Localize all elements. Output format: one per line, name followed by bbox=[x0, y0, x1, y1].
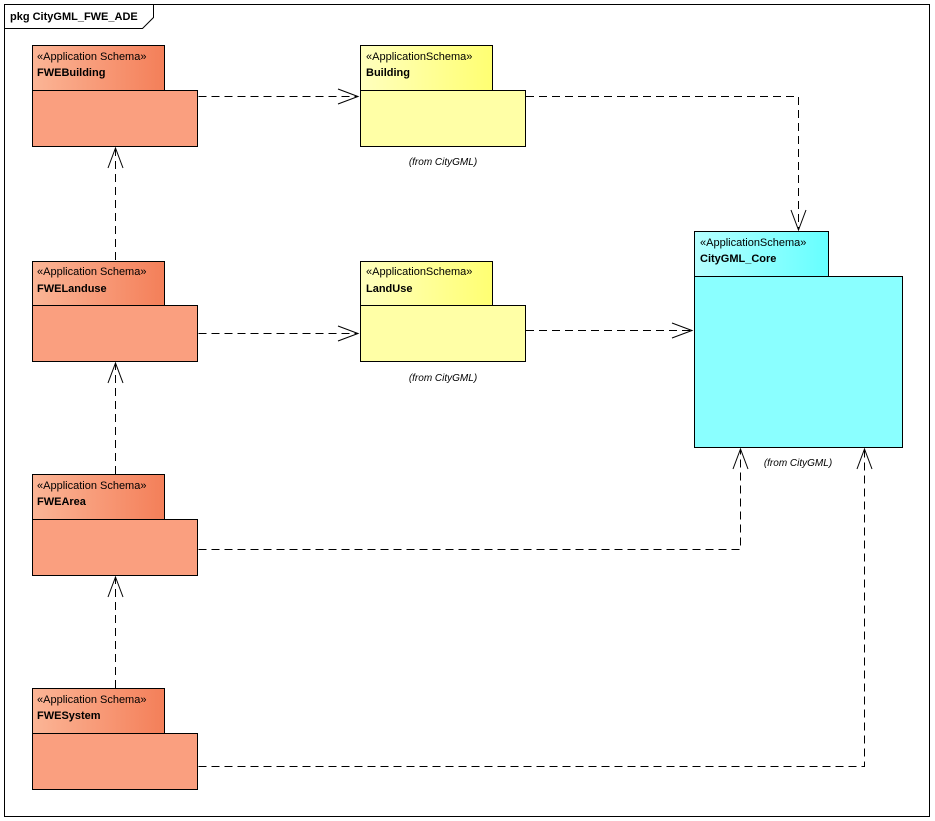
package-name: FWEBuilding bbox=[37, 67, 105, 79]
arrowhead-icon bbox=[107, 146, 124, 169]
package-stereotype: «ApplicationSchema» bbox=[700, 237, 806, 249]
package-name: CityGML_Core bbox=[700, 253, 776, 265]
arrowhead-icon bbox=[107, 575, 124, 598]
package-fwelanduse[interactable]: «Application Schema» FWELanduse bbox=[32, 261, 198, 362]
package-name: FWELanduse bbox=[37, 283, 107, 295]
package-origin: (from CityGML) bbox=[409, 373, 477, 384]
dependency-lines bbox=[107, 88, 873, 767]
package-stereotype: «Application Schema» bbox=[37, 480, 146, 492]
package-stereotype: «ApplicationSchema» bbox=[366, 51, 472, 63]
arrowhead-icon bbox=[856, 447, 873, 470]
package-fwearea[interactable]: «Application Schema» FWEArea bbox=[32, 474, 198, 576]
package-name: FWEArea bbox=[37, 496, 87, 508]
package-citygml-core[interactable]: «ApplicationSchema» CityGML_Core (from C… bbox=[694, 231, 903, 470]
arrowhead-icon bbox=[337, 88, 360, 105]
package-origin: (from CityGML) bbox=[764, 458, 832, 469]
arrowhead-icon bbox=[107, 361, 124, 384]
arrowhead-icon bbox=[790, 209, 807, 232]
package-name: LandUse bbox=[366, 283, 412, 295]
package-name: Building bbox=[366, 67, 410, 79]
dep-fwesystem-core bbox=[198, 449, 865, 767]
package-stereotype: «ApplicationSchema» bbox=[366, 266, 472, 278]
package-name: FWESystem bbox=[37, 710, 101, 722]
package-origin: (from CityGML) bbox=[409, 157, 477, 168]
package-stereotype: «Application Schema» bbox=[37, 51, 146, 63]
arrowhead-icon bbox=[337, 325, 360, 342]
frame-title: pkg CityGML_FWE_ADE bbox=[10, 11, 138, 23]
arrowhead-icon bbox=[732, 447, 749, 470]
arrowhead-icon bbox=[671, 322, 694, 339]
package-stereotype: «Application Schema» bbox=[37, 694, 146, 706]
package-fwesystem[interactable]: «Application Schema» FWESystem bbox=[32, 688, 198, 790]
package-landuse[interactable]: «ApplicationSchema» LandUse (from CityGM… bbox=[360, 261, 526, 385]
package-stereotype: «Application Schema» bbox=[37, 266, 146, 278]
package-fwebuilding[interactable]: «Application Schema» FWEBuilding bbox=[32, 45, 198, 147]
package-building[interactable]: «ApplicationSchema» Building (from CityG… bbox=[360, 45, 526, 169]
